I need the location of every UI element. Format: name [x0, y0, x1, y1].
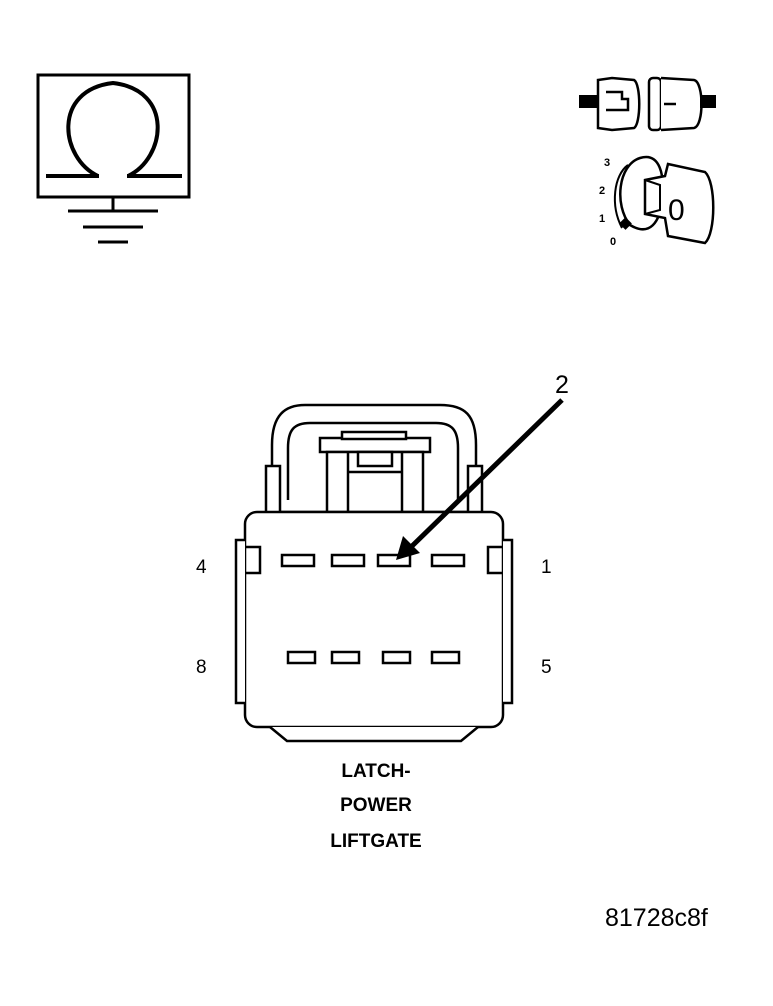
ignition-key-position: 0 — [668, 194, 685, 227]
pin-label-bottom-right: 5 — [541, 657, 552, 678]
cavity-pin-8 — [286, 650, 317, 665]
connector-cavities-row-bottom — [286, 650, 461, 665]
pin-label-bottom-left: 8 — [196, 657, 207, 678]
liftgate-latch-connector — [234, 403, 514, 743]
caption-line-3: LIFTGATE — [330, 831, 422, 852]
ignition-position-2: 2 — [599, 185, 605, 197]
disconnected-connector-icon — [579, 76, 716, 132]
callout-arrow — [396, 398, 564, 560]
ignition-switch-icon: 3 2 1 0 0 — [599, 155, 715, 248]
caption-line-1: LATCH- — [341, 761, 411, 782]
pin-label-top-left: 4 — [196, 557, 207, 578]
connector-cavities-row-top — [280, 553, 466, 568]
cavity-pin-6 — [381, 650, 412, 665]
ignition-position-0: 0 — [610, 236, 616, 248]
figure-id: 81728c8f — [605, 904, 708, 932]
cavity-pin-3 — [330, 553, 366, 568]
caption-line-2: POWER — [340, 795, 412, 816]
pin-label-top-right: 1 — [541, 557, 552, 578]
callout-number: 2 — [555, 371, 569, 399]
cavity-pin-4 — [280, 553, 316, 568]
ohmmeter-icon — [36, 73, 191, 244]
ignition-position-3: 3 — [604, 157, 610, 169]
cavity-pin-2 — [376, 553, 412, 568]
cavity-pin-1 — [430, 553, 466, 568]
ignition-position-1: 1 — [599, 213, 605, 225]
cavity-pin-5 — [430, 650, 461, 665]
cavity-pin-7 — [330, 650, 361, 665]
